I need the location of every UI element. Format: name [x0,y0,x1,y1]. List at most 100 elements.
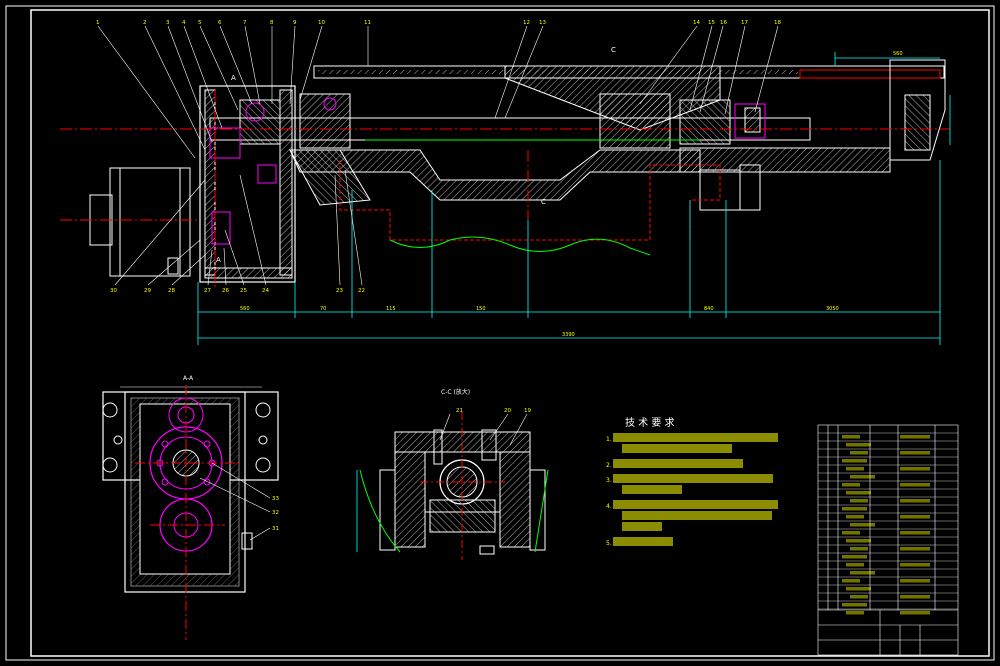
centerlines-main [60,90,950,290]
callout-27: 27 [204,288,211,294]
callout-6: 6 [218,20,222,26]
callout-1: 1 [96,20,100,26]
callouts-section: 21 20 19 [456,408,531,414]
callout-16: 16 [720,20,727,26]
parts-list-row-material [900,531,930,535]
main-assembly [89,59,946,283]
parts-list-row-material [900,563,930,567]
parts-list-row-material [900,547,930,551]
callout-20: 20 [504,408,511,414]
dim-560: 560 [240,306,250,312]
dim-150: 150 [476,306,486,312]
callout-29: 29 [144,288,151,294]
parts-list-row-material [900,595,930,599]
section-c-c-label: C-C (放大) [441,388,470,396]
callout-22: 22 [358,288,365,294]
section-marks: C C A A [216,46,616,264]
parts-list-row-text [846,467,864,471]
callouts-view: 33 32 31 [272,496,279,532]
dim-3050: 3050 [826,306,839,312]
parts-list-row-material [900,579,930,583]
title-block [817,424,959,656]
dim-840: 840 [704,306,714,312]
view-a-a-label: A-A [183,375,194,382]
sheet-border [5,5,995,661]
callout-28: 28 [168,288,175,294]
callout-9: 9 [293,20,297,26]
callout-32: 32 [272,510,279,516]
title-block-rows [818,432,958,615]
callout-7: 7 [243,20,247,26]
tech-note-2: 2. [606,462,612,469]
callout-18: 18 [774,20,781,26]
parts-list-row-text [850,499,868,503]
section-mark-c-top: C [611,46,616,54]
parts-list-row-text [850,475,875,479]
view-a-a [102,385,279,640]
motor-body [109,167,191,277]
parts-list-row-text [842,603,867,607]
parts-list-row-material [900,467,930,471]
tech-note-numbers: 1. 2. 3. 4. 5. [606,436,612,547]
callouts-top: 1 2 3 4 5 6 7 8 9 10 11 12 13 14 15 16 1… [96,20,781,26]
callout-25: 25 [240,288,247,294]
callout-30: 30 [110,288,117,294]
callout-31: 31 [272,526,279,532]
dim-115: 115 [386,306,396,312]
parts-list-row-text [842,507,867,511]
parts-list-row-text [846,443,871,447]
dimension-labels: 560 70 115 150 840 3050 3390 560 [240,51,903,338]
callout-26: 26 [222,288,229,294]
parts-list-row-text [846,587,871,591]
callout-19: 19 [524,408,531,414]
parts-list-row-text [846,539,871,543]
parts-list-row-text [842,435,860,439]
section-c-c [356,412,549,560]
technical-requirements [613,433,778,546]
callout-17: 17 [741,20,748,26]
parts-list-row-text [846,563,864,567]
section-mark-a-top: A [231,74,236,82]
callout-4: 4 [182,20,186,26]
parts-list-row-text [850,595,868,599]
parts-list-row-text [850,451,868,455]
parts-list-row-material [900,483,930,487]
parts-list-row-text [842,531,860,535]
callout-24: 24 [262,288,269,294]
parts-list-row-text [850,547,868,551]
callout-15: 15 [708,20,715,26]
callout-11: 11 [364,20,371,26]
callout-2: 2 [143,20,147,26]
parts-list-row-material [900,499,930,503]
callout-13: 13 [539,20,546,26]
section-mark-c-bottom: C [541,198,546,206]
callout-3: 3 [166,20,170,26]
tech-note-5: 5. [606,540,612,547]
callout-8: 8 [270,20,274,26]
dim-70: 70 [320,306,326,312]
callout-10: 10 [318,20,325,26]
callout-21: 21 [456,408,463,414]
parts-list-row-material [900,611,930,615]
tech-note-4: 4. [606,503,612,510]
parts-list-row-text [850,571,875,575]
dim-top-right: 560 [893,51,903,57]
callouts-bottom: 30 29 28 27 26 25 24 23 22 [110,288,365,294]
parts-list-row-text [846,515,864,519]
section-mark-a-bottom: A [216,256,221,264]
parts-list-row-text [846,611,864,615]
parts-list-row-text [842,579,860,583]
callout-12: 12 [523,20,530,26]
parts-list-row-material [900,515,930,519]
tech-requirements-title: 技 术 要 求 [625,416,675,429]
parts-list-row-text [842,459,867,463]
callout-14: 14 [693,20,700,26]
callout-33: 33 [272,496,279,502]
parts-list-row-material [900,451,930,455]
callout-23: 23 [336,288,343,294]
parts-list-row-material [900,435,930,439]
dimension-lines-main [197,52,951,345]
parts-list-row-text [850,523,875,527]
